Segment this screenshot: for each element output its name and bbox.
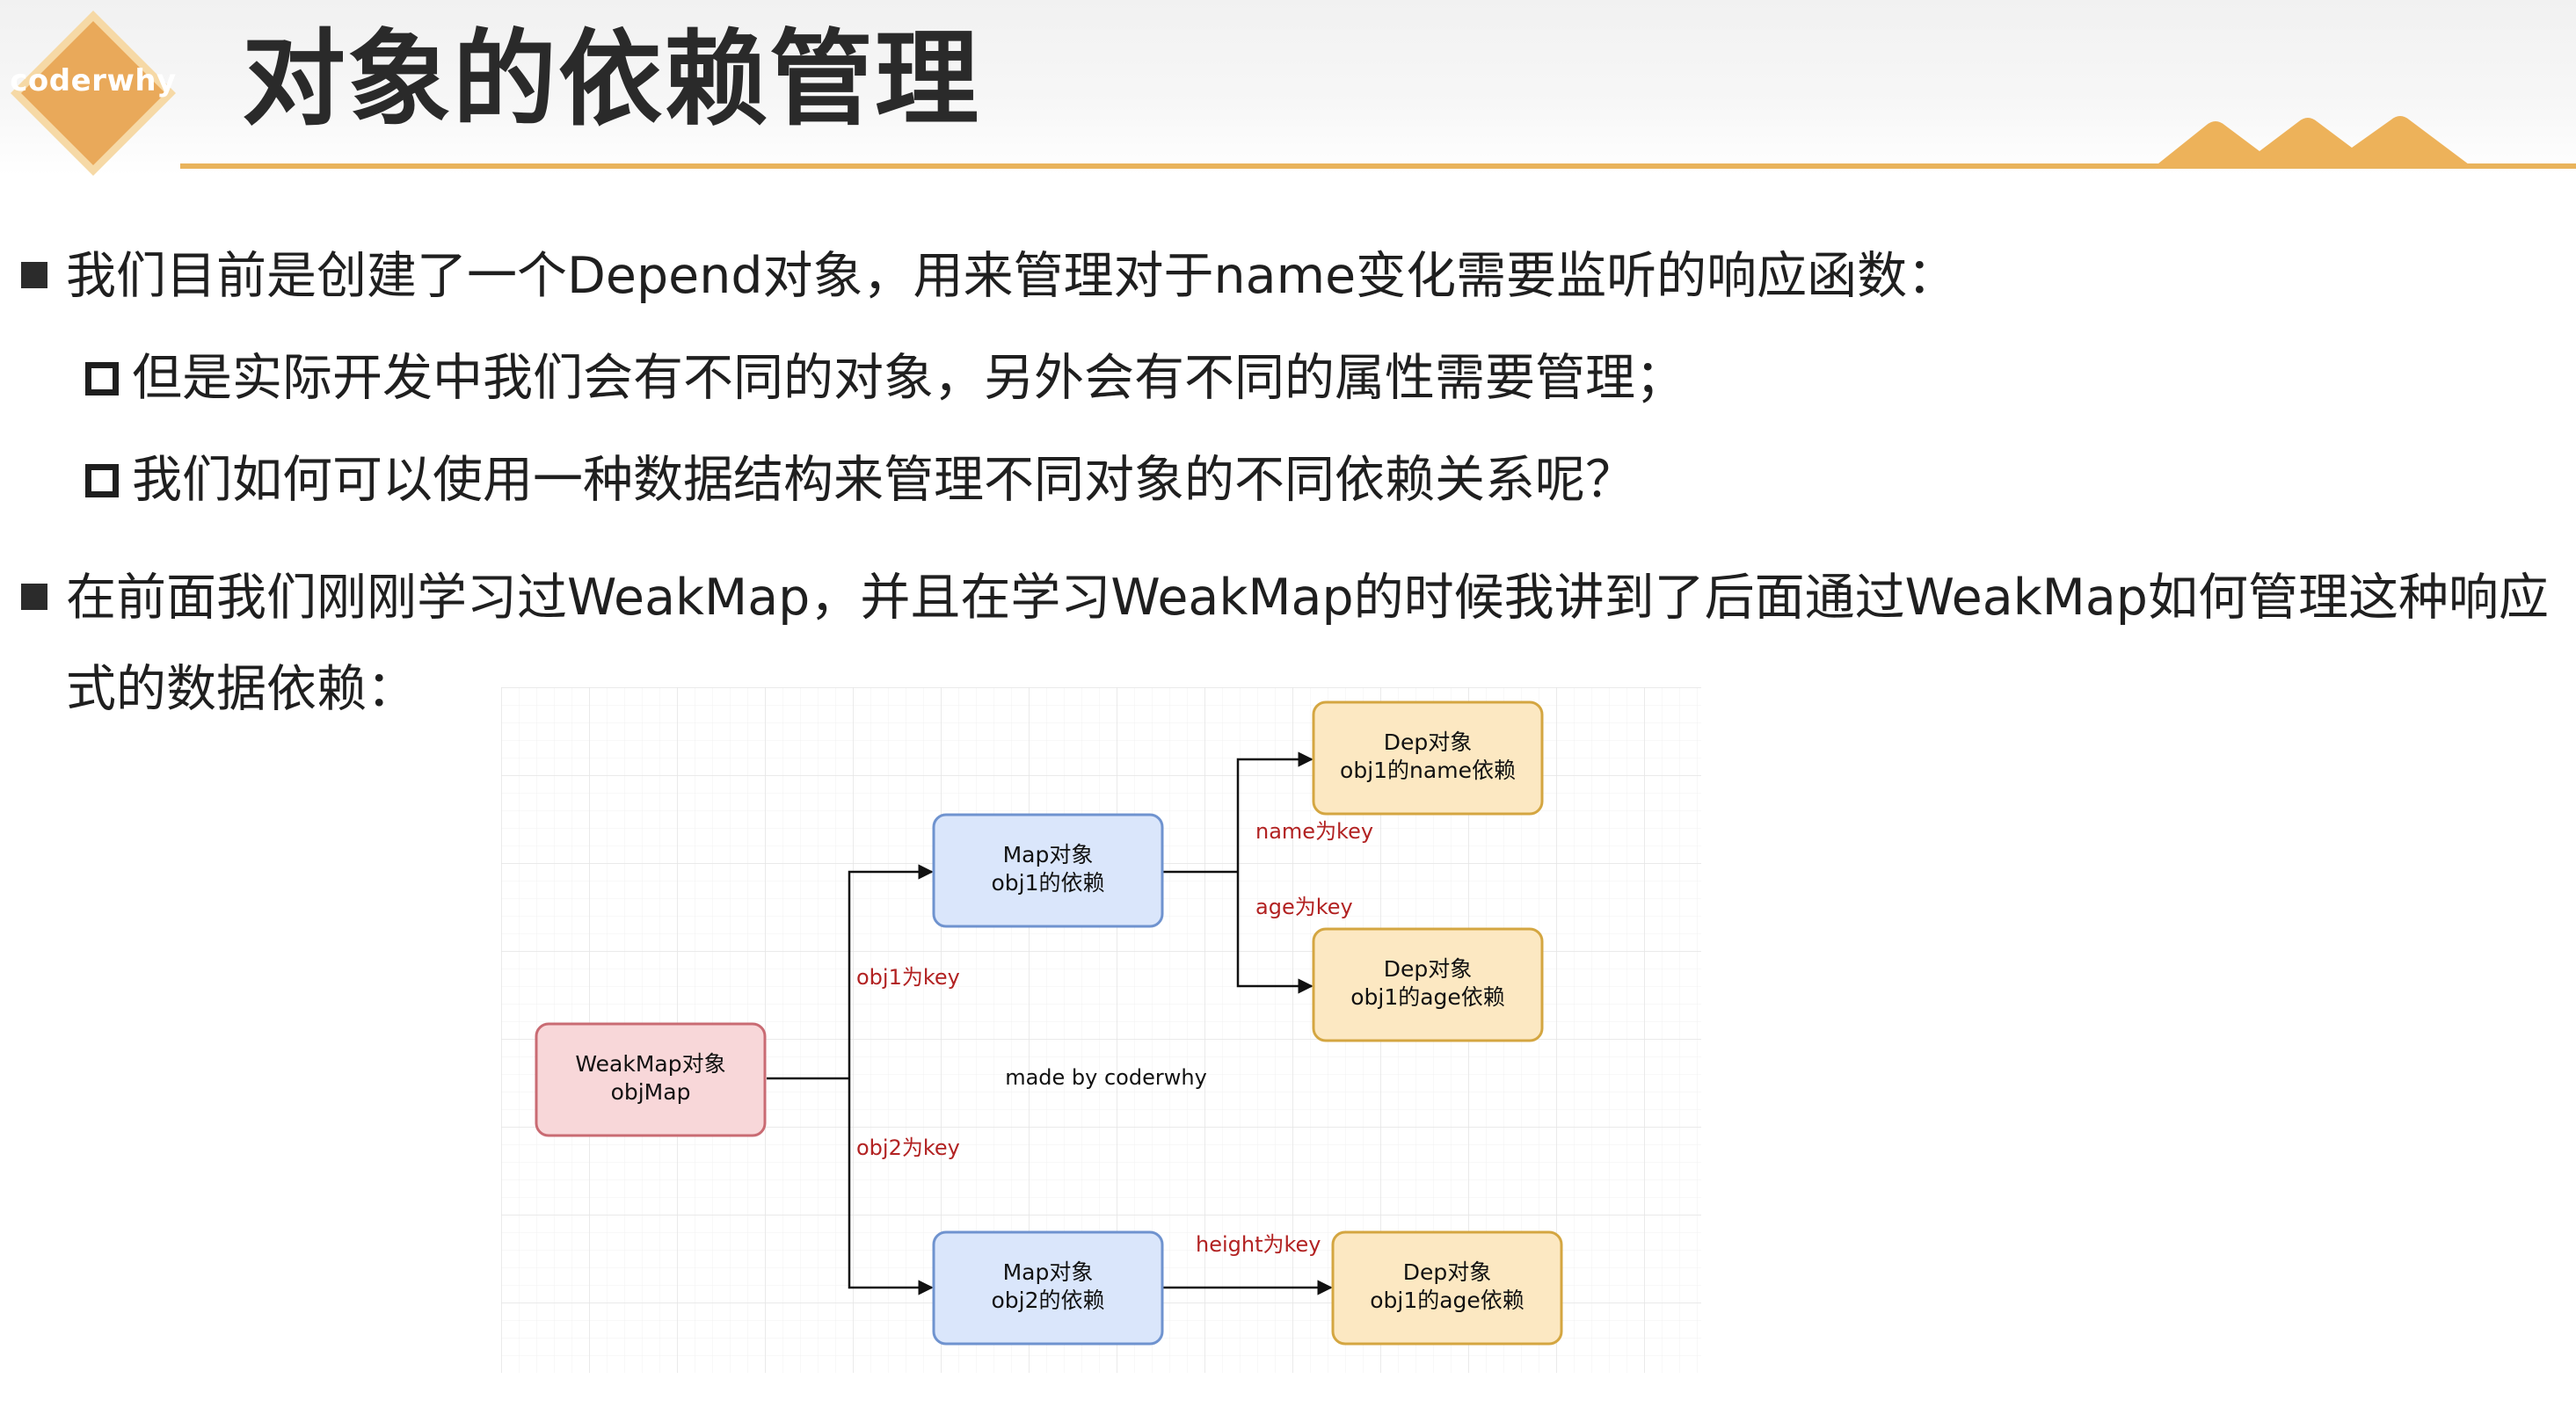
bullet-square-icon [21,262,47,288]
diagram-connectors [767,751,1333,1295]
bullet-text-continuation: 式的数据依赖： [66,660,417,718]
bullet-text: 我们目前是创建了一个Depend对象，用来管理对于name变化需要监听的响应函数… [66,247,1958,305]
bullet-text: 在前面我们刚刚学习过WeakMap，并且在学习WeakMap的时候我讲到了后面通… [66,569,2549,627]
edge-label-obj2: obj2为key [856,1136,960,1160]
node-dep-name-line1: Dep对象 [1384,729,1473,755]
bullet-hollow-square-icon [85,362,119,395]
node-dep-age-line1: Dep对象 [1384,956,1473,982]
edge-label-age: age为key [1255,895,1353,919]
bullet-square-icon [21,584,47,610]
node-map-obj2: Map对象 obj2的依赖 [932,1230,1164,1346]
coderwhy-logo [11,11,176,176]
title-rule [180,163,2576,169]
node-dep-name: Dep对象 obj1的name依赖 [1312,700,1544,816]
edge-label-height: height为key [1196,1232,1321,1257]
node-dep-height: Dep对象 obj1的age依赖 [1331,1230,1563,1346]
dependency-diagram: WeakMap对象 objMap Map对象 obj1的依赖 Map对象 obj… [501,687,1701,1373]
node-weakmap: WeakMap对象 objMap [535,1022,767,1137]
node-dep-age-line2: obj1的age依赖 [1350,984,1505,1010]
bullet-text: 但是实际开发中我们会有不同的对象，另外会有不同的属性需要管理； [132,349,1685,407]
diagram-watermark: made by coderwhy [1005,1065,1207,1090]
bullet-hollow-square-icon [85,464,119,497]
edge-labels: obj1为key obj2为key name为key age为key heigh… [856,819,1373,1257]
node-map1-line2: obj1的依赖 [991,870,1104,896]
node-dep-age: Dep对象 obj1的age依赖 [1312,927,1544,1042]
header-band [0,0,2576,176]
node-map2-line2: obj2的依赖 [991,1288,1104,1313]
edge-label-name: name为key [1255,819,1373,844]
edge-label-obj1: obj1为key [856,965,960,990]
node-dep-height-line2: obj1的age依赖 [1370,1288,1524,1313]
node-map-obj1: Map对象 obj1的依赖 [932,813,1164,928]
node-dep-height-line1: Dep对象 [1403,1259,1492,1285]
mountains-decoration [2154,116,2472,167]
bullet-text: 我们如何可以使用一种数据结构来管理不同对象的不同依赖关系呢？ [132,451,1635,509]
logo-text: coderwhy [10,63,177,98]
page-title: 对象的依赖管理 [242,18,981,140]
node-map1-line1: Map对象 [1003,842,1094,867]
node-map2-line1: Map对象 [1003,1259,1094,1285]
node-weakmap-line2: objMap [611,1079,691,1105]
node-dep-name-line2: obj1的name依赖 [1340,758,1516,783]
node-weakmap-line1: WeakMap对象 [575,1051,725,1077]
